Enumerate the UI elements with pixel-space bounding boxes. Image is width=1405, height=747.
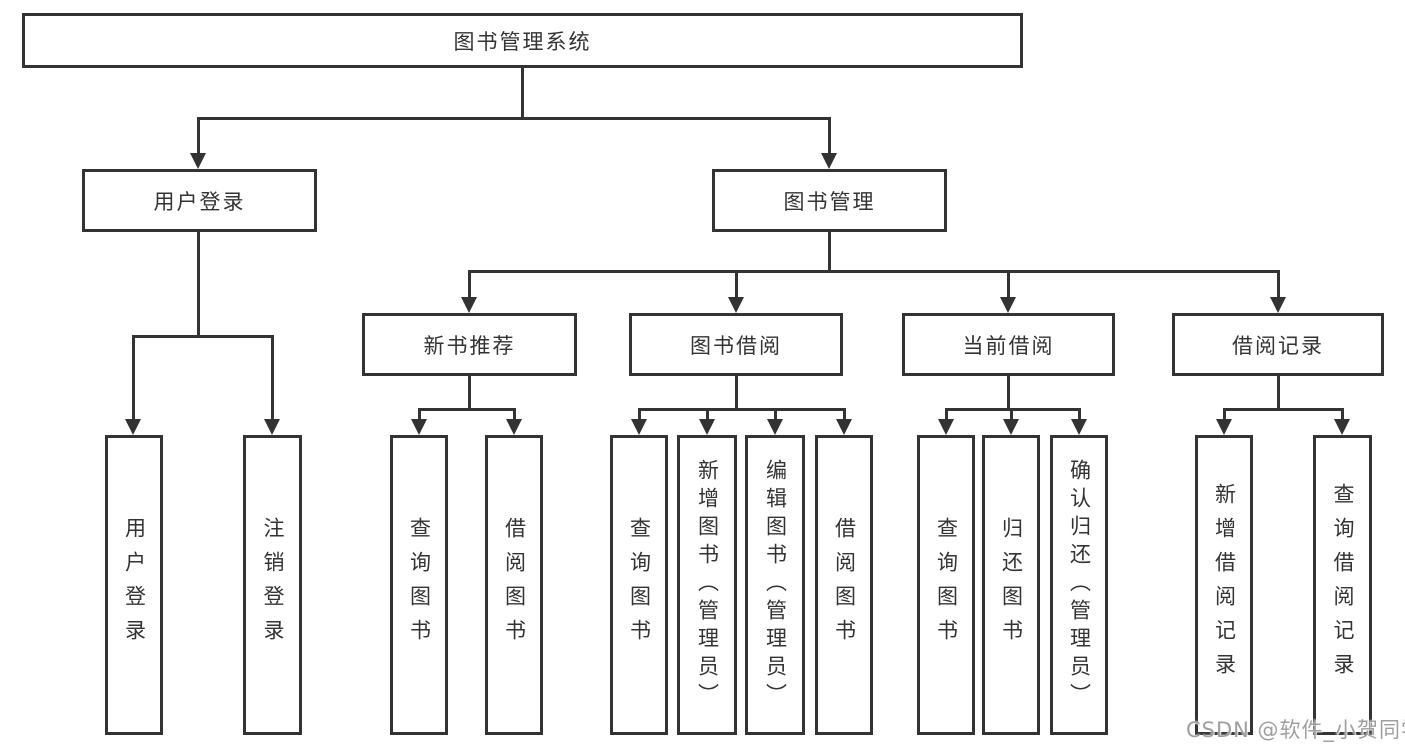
connector-level3-drop — [1007, 273, 1010, 298]
leaf-label: 查询图书 — [407, 517, 432, 653]
connector-leaf-drop — [706, 408, 709, 421]
leaf-records-add-record: 新增借阅记录 — [1195, 435, 1253, 735]
node-user-login: 用户登录 — [82, 169, 317, 232]
connector-group-rail — [638, 408, 846, 411]
connector-level3-drop — [1277, 273, 1280, 298]
leaf-label: 确认归还（管理员） — [1067, 459, 1092, 711]
connector-leaf-drop — [513, 408, 516, 421]
connector-group-stem — [468, 376, 471, 411]
arrowhead-leaf — [411, 419, 427, 435]
arrowhead-leaf — [699, 419, 715, 435]
arrowhead-leaf — [631, 419, 647, 435]
leaf-label: 编辑图书（管理员） — [763, 459, 788, 711]
connector-user-login-drop — [197, 117, 200, 155]
leaf-borrow-edit-books-admin: 编辑图书（管理员） — [745, 435, 805, 735]
leaf-label: 新增图书（管理员） — [695, 459, 720, 711]
leaf-current-query-books: 查询图书 — [917, 435, 975, 735]
node-borrowing-records: 借阅记录 — [1172, 313, 1384, 376]
connector-leaf-drop — [418, 408, 421, 421]
arrowhead-user-login — [190, 153, 206, 169]
connector-leaf-drop — [271, 338, 274, 421]
arrowhead-leaf — [767, 419, 783, 435]
node-new-book-recommend: 新书推荐 — [362, 313, 577, 376]
connector-leaf-drop — [1078, 408, 1081, 421]
leaf-label: 借阅图书 — [502, 517, 527, 653]
leaf-current-return-books: 归还图书 — [982, 435, 1040, 735]
connector-leaf-drop — [843, 408, 846, 421]
leaf-newbooks-query-books: 查询图书 — [390, 435, 448, 735]
leaf-label: 用户登录 — [122, 517, 147, 653]
connector-level3-rail — [468, 270, 1280, 273]
leaf-label: 借阅图书 — [832, 517, 857, 653]
connector-user-login-rail — [132, 335, 274, 338]
arrowhead-leaf — [125, 419, 141, 435]
connector-leaf-drop — [774, 408, 777, 421]
connector-group-stem — [1007, 376, 1010, 411]
arrowhead-leaf — [1334, 419, 1350, 435]
arrowhead-book-mgmt — [821, 153, 837, 169]
arrowhead-level3 — [1000, 297, 1016, 313]
connector-level2-rail — [197, 117, 831, 120]
connector-leaf-drop — [1010, 408, 1013, 421]
leaf-label: 查询借阅记录 — [1331, 483, 1355, 687]
connector-root-stem — [521, 68, 524, 117]
leaf-current-confirm-return-admin: 确认归还（管理员） — [1050, 435, 1108, 735]
arrowhead-leaf — [506, 419, 522, 435]
leaf-label: 归还图书 — [999, 517, 1024, 653]
connector-group-rail — [418, 408, 516, 411]
arrowhead-leaf — [1216, 419, 1232, 435]
leaf-label: 查询图书 — [934, 517, 959, 653]
leaf-borrow-add-books-admin: 新增图书（管理员） — [677, 435, 737, 735]
connector-book-mgmt-drop — [828, 117, 831, 155]
connector-level3-drop — [468, 273, 471, 298]
connector-leaf-drop — [1341, 408, 1344, 421]
leaf-borrow-query-books: 查询图书 — [610, 435, 668, 735]
connector-group-rail — [1223, 408, 1344, 411]
connector-leaf-drop — [945, 408, 948, 421]
arrowhead-level3 — [1270, 297, 1286, 313]
leaf-newbooks-borrow-books: 借阅图书 — [485, 435, 543, 735]
arrowhead-leaf — [1003, 419, 1019, 435]
leaf-label: 新增借阅记录 — [1212, 483, 1237, 687]
connector-group-rail — [945, 408, 1081, 411]
connector-level3-drop — [735, 273, 738, 298]
leaf-user-login: 用户登录 — [105, 435, 163, 735]
leaf-records-query-record: 查询借阅记录 — [1313, 435, 1372, 735]
arrowhead-leaf — [938, 419, 954, 435]
connector-user-login-stem — [197, 232, 200, 338]
arrowhead-leaf — [264, 419, 280, 435]
connector-book-mgmt-stem — [828, 232, 831, 273]
arrowhead-level3 — [461, 297, 477, 313]
leaf-borrow-borrow-books: 借阅图书 — [815, 435, 873, 735]
arrowhead-level3 — [728, 297, 744, 313]
node-root-library-system: 图书管理系统 — [22, 13, 1023, 68]
node-book-borrowing: 图书借阅 — [629, 313, 843, 376]
arrowhead-leaf — [836, 419, 852, 435]
leaf-logout: 注销登录 — [243, 435, 302, 735]
arrowhead-leaf — [1071, 419, 1087, 435]
connector-leaf-drop — [638, 408, 641, 421]
connector-group-stem — [735, 376, 738, 411]
connector-leaf-drop — [132, 338, 135, 421]
connector-leaf-drop — [1223, 408, 1226, 421]
connector-group-stem — [1277, 376, 1280, 411]
leaf-label: 查询图书 — [627, 517, 652, 653]
node-book-management: 图书管理 — [712, 169, 947, 232]
leaf-label: 注销登录 — [261, 517, 285, 653]
node-current-borrowing: 当前借阅 — [902, 313, 1115, 376]
csdn-watermark: CSDN @软件_小贺同学 — [1186, 718, 1405, 742]
